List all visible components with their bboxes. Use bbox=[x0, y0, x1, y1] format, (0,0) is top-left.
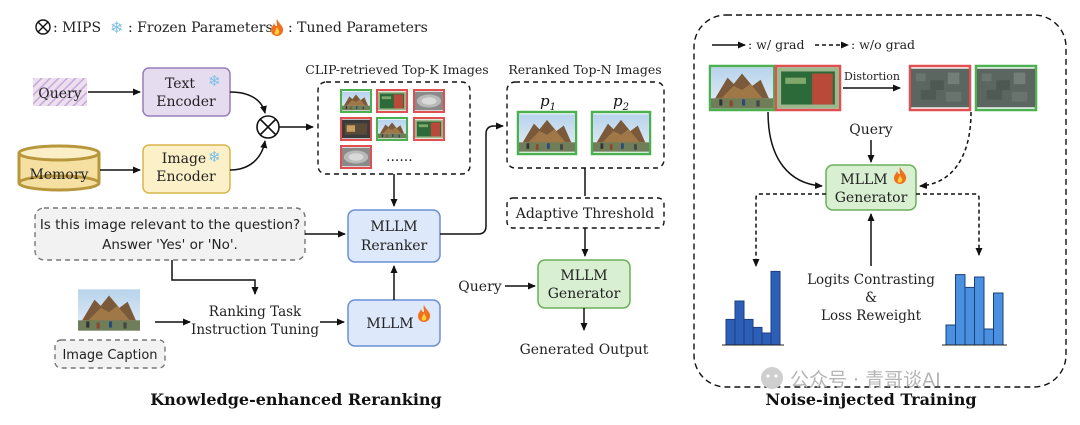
logits-line3: Loss Reweight bbox=[821, 308, 922, 324]
right-histogram-bar bbox=[974, 276, 985, 346]
right-histogram-bar bbox=[993, 292, 1004, 346]
right-panel-title: Noise-injected Training bbox=[765, 390, 976, 409]
legend-tuned-label: : Tuned Parameters bbox=[288, 20, 428, 36]
snowflake-icon: ❄ bbox=[208, 72, 221, 90]
p1-label: p bbox=[540, 92, 550, 110]
instruction-line1: Ranking Task bbox=[209, 304, 302, 320]
topn-title: Reranked Top-N Images bbox=[508, 62, 661, 77]
memory-cylinder bbox=[17, 144, 101, 192]
fire-icon bbox=[418, 305, 431, 322]
generator-line2: Generator bbox=[548, 286, 621, 302]
grad-legend: : w/ grad : w/o grad bbox=[712, 37, 915, 52]
reranker-line2: Reranker bbox=[361, 238, 428, 254]
left-histogram-bar bbox=[734, 300, 745, 346]
right-histogram-bar bbox=[983, 328, 994, 346]
adaptive-threshold-label: Adaptive Threshold bbox=[515, 206, 655, 222]
generated-output-label: Generated Output bbox=[520, 342, 649, 358]
right-histogram-bar bbox=[964, 286, 975, 346]
legend: : MIPS ❄ : Frozen Parameters : Tuned Par… bbox=[35, 18, 428, 37]
ellipsis: ...... bbox=[386, 149, 413, 165]
sample-image bbox=[78, 289, 140, 331]
instruction-line2: Instruction Tuning bbox=[191, 322, 319, 338]
left-histogram-bar bbox=[743, 318, 754, 346]
generator-right-line2: Generator bbox=[835, 190, 908, 206]
logits-line2: & bbox=[865, 290, 877, 306]
wo-grad-label: : w/o grad bbox=[851, 37, 915, 52]
left-histogram-bar bbox=[770, 270, 781, 346]
query-box bbox=[33, 78, 87, 106]
topn-thumbnails bbox=[516, 110, 652, 156]
mllm-generator-right-box bbox=[825, 164, 917, 211]
svg-text:p2: p2 bbox=[613, 92, 629, 113]
left-histogram bbox=[722, 270, 784, 346]
query-label: Query bbox=[38, 86, 81, 102]
w-grad-label: : w/ grad bbox=[748, 37, 805, 52]
text-encoder-line2: Encoder bbox=[156, 94, 216, 110]
right-histogram-bar bbox=[945, 324, 956, 346]
watermark: 公众号 · 青哥谈AI bbox=[761, 367, 941, 391]
topk-title: CLIP-retrieved Top-K Images bbox=[305, 62, 488, 77]
reranker-line1: MLLM bbox=[370, 219, 417, 235]
logits-line1: Logits Contrasting bbox=[807, 272, 935, 288]
topk-images-box bbox=[317, 81, 471, 175]
mllm-reranker-box bbox=[347, 209, 441, 263]
p2-subscript: 2 bbox=[622, 102, 629, 113]
image-caption-label: Image Caption bbox=[62, 348, 157, 363]
noise-training-panel bbox=[693, 14, 1067, 388]
legend-frozen-label: : Frozen Parameters bbox=[128, 20, 273, 36]
generator-right-line1: MLLM bbox=[840, 172, 887, 188]
mips-operator-icon bbox=[256, 115, 280, 139]
left-histogram-bar bbox=[725, 318, 736, 346]
right-histogram bbox=[942, 274, 1007, 346]
image-encoder-line2: Encoder bbox=[156, 169, 216, 185]
left-panel-title: Knowledge-enhanced Reranking bbox=[150, 390, 441, 409]
distortion-label: Distortion bbox=[844, 70, 900, 83]
watermark-text: 公众号 · 青哥谈AI bbox=[790, 369, 941, 391]
image-encoder-box bbox=[142, 144, 231, 194]
mips-icon bbox=[35, 19, 51, 35]
fire-icon bbox=[271, 19, 284, 36]
query-label-2: Query bbox=[458, 279, 501, 295]
legend-mips-label: : MIPS bbox=[53, 20, 101, 36]
query-label-right: Query bbox=[849, 122, 892, 138]
image-encoder-line1: Image bbox=[162, 151, 206, 167]
question-line1: Is this image relevant to the question? bbox=[40, 217, 300, 233]
right-histogram-bar bbox=[955, 274, 966, 346]
mllm-label: MLLM bbox=[366, 316, 413, 332]
snowflake-icon: ❄ bbox=[110, 18, 123, 37]
left-histogram-bar bbox=[761, 332, 772, 346]
topk-thumbnails bbox=[340, 89, 445, 169]
snowflake-icon: ❄ bbox=[208, 148, 221, 166]
left-histogram-bar bbox=[752, 326, 763, 346]
p1-subscript: 1 bbox=[550, 102, 556, 113]
fire-icon bbox=[894, 167, 907, 184]
text-encoder-line1: Text bbox=[165, 76, 195, 92]
p2-label: p bbox=[613, 92, 623, 110]
generator-line1: MLLM bbox=[560, 268, 607, 284]
memory-label: Memory bbox=[30, 167, 89, 183]
noisy-images bbox=[908, 64, 1038, 112]
image-caption-box bbox=[54, 339, 166, 369]
clean-images bbox=[708, 64, 842, 112]
svg-text:p1: p1 bbox=[540, 92, 556, 113]
question-line2: Answer 'Yes' or 'No'. bbox=[102, 237, 238, 253]
wechat-icon bbox=[761, 367, 783, 389]
